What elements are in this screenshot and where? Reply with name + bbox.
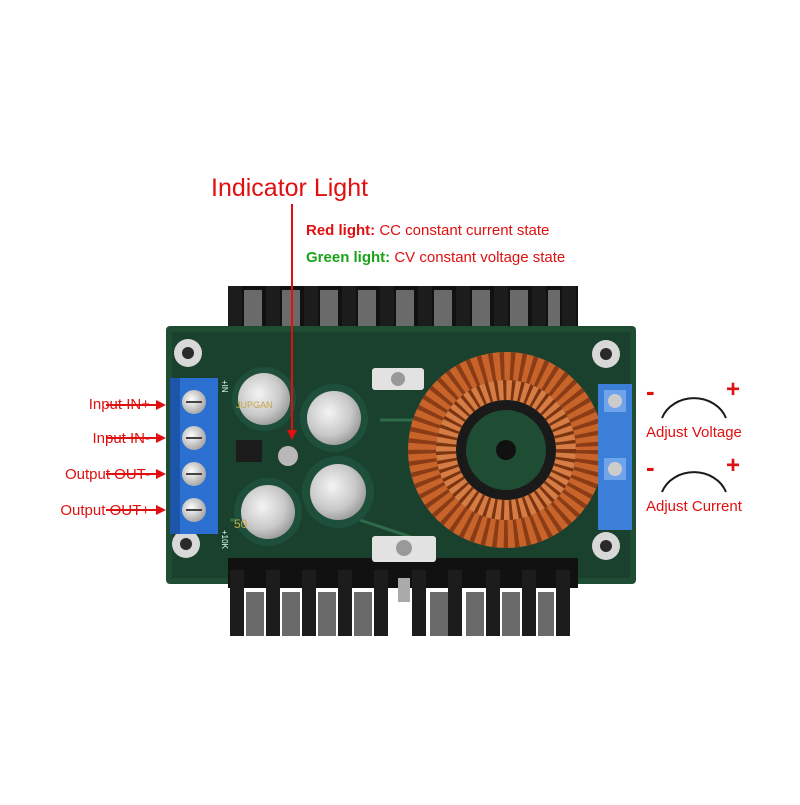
- terminal-screw: [182, 498, 206, 522]
- capacitor-value-text: 50: [234, 517, 248, 531]
- capacitor: 50: [234, 478, 302, 546]
- voltage-potentiometer: [598, 384, 632, 454]
- current-potentiometer: [598, 454, 632, 530]
- bottom-heatsink: [228, 536, 578, 636]
- terminal-label-in-minus: Input IN-: [92, 430, 150, 447]
- capacitor: [302, 456, 374, 528]
- out-silk-text: +10K: [220, 530, 229, 550]
- current-adjust-arc: [661, 471, 727, 493]
- current-plus-sign: +: [726, 452, 741, 479]
- terminal-label-in-plus: Input IN+: [88, 396, 150, 413]
- voltage-adjust-arc: [661, 397, 727, 419]
- green-light-label: Green light:: [306, 249, 391, 266]
- green-light-note: Green light: CV constant voltage state: [306, 249, 565, 266]
- terminal-screw: [182, 462, 206, 486]
- voltage-plus-sign: +: [726, 376, 741, 403]
- adjust-voltage-label: Adjust Voltage: [646, 424, 742, 441]
- toroid-inductor: [408, 352, 604, 548]
- in-silk-text: +IN: [220, 380, 229, 393]
- mounting-hole: [172, 530, 200, 558]
- terminal-label-out-minus: Output OUT-: [64, 466, 150, 483]
- mounting-hole: [592, 532, 620, 560]
- capacitor-brand-text: JUPGAN: [236, 400, 273, 410]
- terminal-screw: [182, 390, 206, 414]
- green-light-text: CV constant voltage state: [394, 249, 566, 266]
- screw-terminal-block: [170, 378, 218, 534]
- indicator-title: Indicator Light: [211, 174, 369, 202]
- current-minus-sign: -: [646, 452, 655, 482]
- terminal-label-out-plus: Output OUT+: [60, 502, 150, 519]
- mounting-hole: [592, 340, 620, 368]
- terminal-screw: [182, 426, 206, 450]
- small-ic: [236, 440, 262, 462]
- red-light-text: CC constant current state: [379, 222, 550, 239]
- adjust-current-label: Adjust Current: [646, 498, 742, 515]
- capacitor: [300, 384, 368, 452]
- capacitor: JUPGAN: [232, 367, 296, 431]
- mounting-hole: [174, 339, 202, 367]
- red-light-note: Red light: CC constant current state: [306, 222, 549, 239]
- voltage-minus-sign: -: [646, 376, 655, 406]
- red-light-label: Red light:: [306, 222, 376, 239]
- indicator-led: [278, 446, 298, 466]
